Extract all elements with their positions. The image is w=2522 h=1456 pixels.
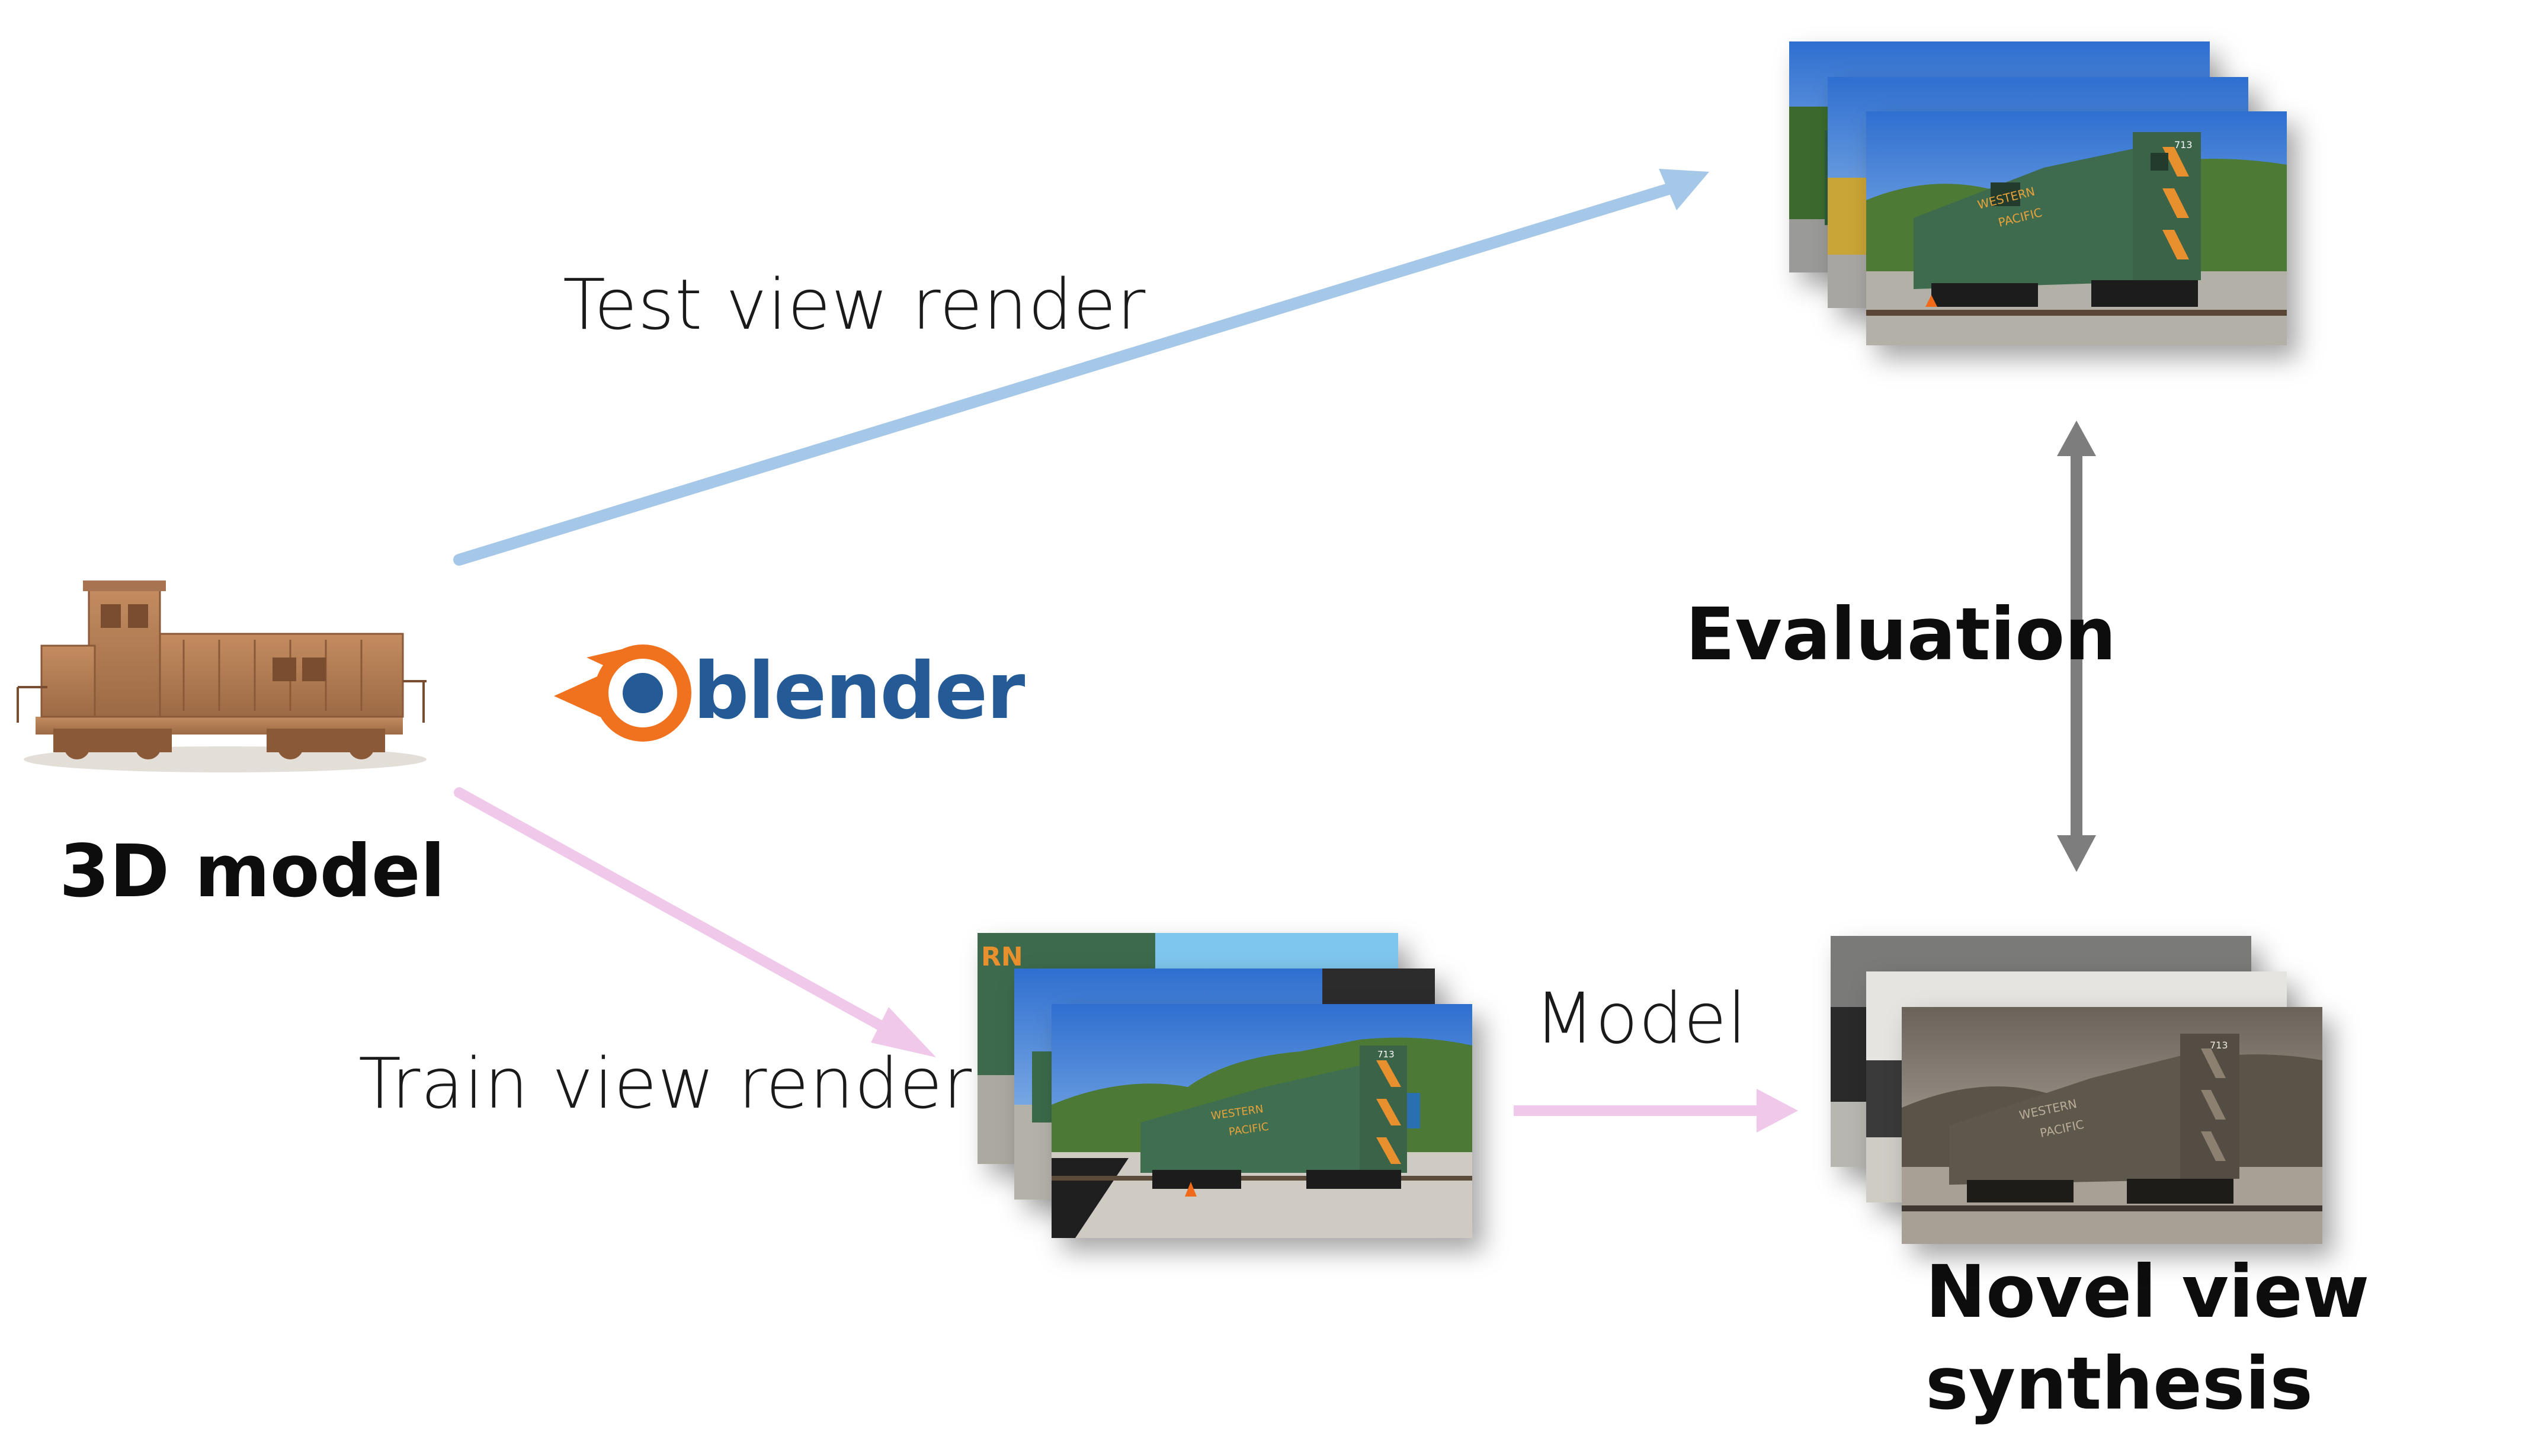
novel-number-text: 713 xyxy=(2210,1040,2228,1051)
novel-view-label-line2: synthesis xyxy=(1925,1342,2313,1426)
test-view-image-front: WESTERN PACIFIC 713 xyxy=(1866,111,2287,345)
model-arrow xyxy=(1514,1089,1798,1133)
3d-model-label: 3D model xyxy=(59,829,446,913)
test-view-render-label: Test view render xyxy=(563,264,1146,345)
clay-locomotive-model xyxy=(12,569,427,776)
test-view-arrow xyxy=(453,169,1709,566)
train-view-image-front: WESTERN PACIFIC 713 xyxy=(1052,1004,1472,1238)
train-back-corner-text: RN xyxy=(981,942,1023,972)
train-number-text: 713 xyxy=(1377,1049,1395,1060)
test-number-text: 713 xyxy=(2174,139,2193,150)
train-view-arrow xyxy=(454,787,936,1057)
novel-view-label-line1: Novel view xyxy=(1925,1250,2370,1334)
blender-logo: blender xyxy=(554,634,1025,752)
model-label: Model xyxy=(1534,977,1748,1059)
evaluation-double-arrow xyxy=(2057,421,2096,872)
train-view-render-label: Train view render xyxy=(358,1043,973,1124)
novel-view-image-front: WESTERN PACIFIC 713 xyxy=(1902,1007,2322,1244)
evaluation-label: Evaluation xyxy=(1685,592,2116,676)
blender-wordmark: blender xyxy=(693,646,1025,737)
blender-logo-icon xyxy=(554,644,691,742)
